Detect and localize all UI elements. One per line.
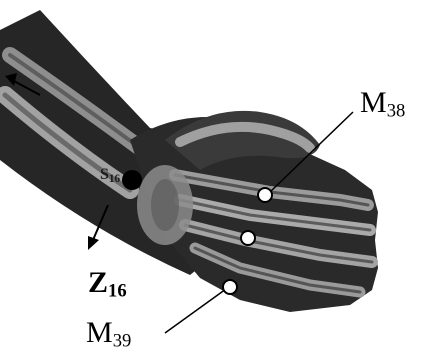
marker-middle: [241, 231, 255, 245]
marker-m38: [258, 188, 272, 202]
label-m38: M38: [360, 88, 405, 121]
m39-leader-line: [165, 289, 226, 333]
label-z16: Z16: [88, 268, 127, 301]
label-s16: S16: [100, 167, 120, 185]
label-m39: M39: [86, 318, 131, 351]
wrist-joint-center: [122, 170, 142, 190]
marker-m39: [223, 280, 237, 294]
z-axis-arrowhead: [88, 236, 99, 250]
